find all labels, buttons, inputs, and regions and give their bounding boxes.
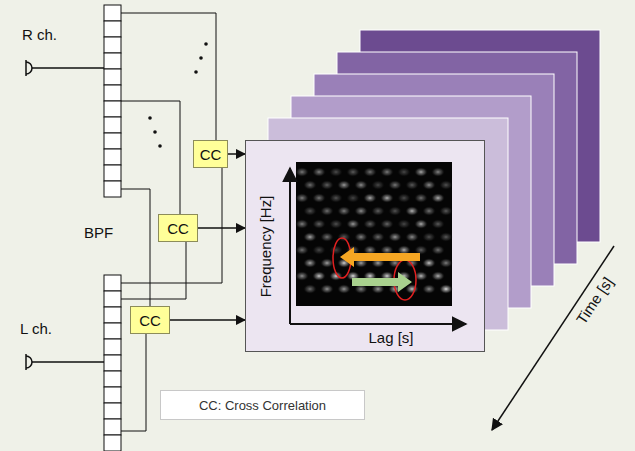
- time-frames: [245, 30, 600, 352]
- cross-correlation-block: CC: [130, 306, 170, 334]
- channel-label: L ch.: [20, 320, 52, 337]
- wire: [121, 13, 222, 431]
- block-label: CC: [200, 146, 222, 163]
- time-arrow: [492, 246, 614, 430]
- signal-arrow: [198, 227, 245, 229]
- cross-correlogram: [290, 162, 466, 324]
- cross-correlation-block: CC: [158, 214, 198, 242]
- note-text: CC: Cross Correlation: [199, 398, 326, 413]
- axis-label: Lag [s]: [368, 329, 413, 346]
- cross-correlation-block: CC: [193, 140, 228, 168]
- signal-arrow: [170, 319, 245, 321]
- block-label: CC: [139, 312, 161, 329]
- axis-label: Frequency [Hz]: [258, 195, 275, 297]
- correlogram-frame: Frequency [Hz] Lag [s]: [245, 140, 485, 352]
- note-box: CC: Cross Correlation: [160, 390, 365, 420]
- block-label: CC: [167, 220, 189, 237]
- signal-arrow: [228, 153, 245, 155]
- block-label: BPF: [84, 224, 113, 241]
- channel-label: R ch.: [22, 26, 57, 43]
- ellipsis-dots: [148, 42, 208, 148]
